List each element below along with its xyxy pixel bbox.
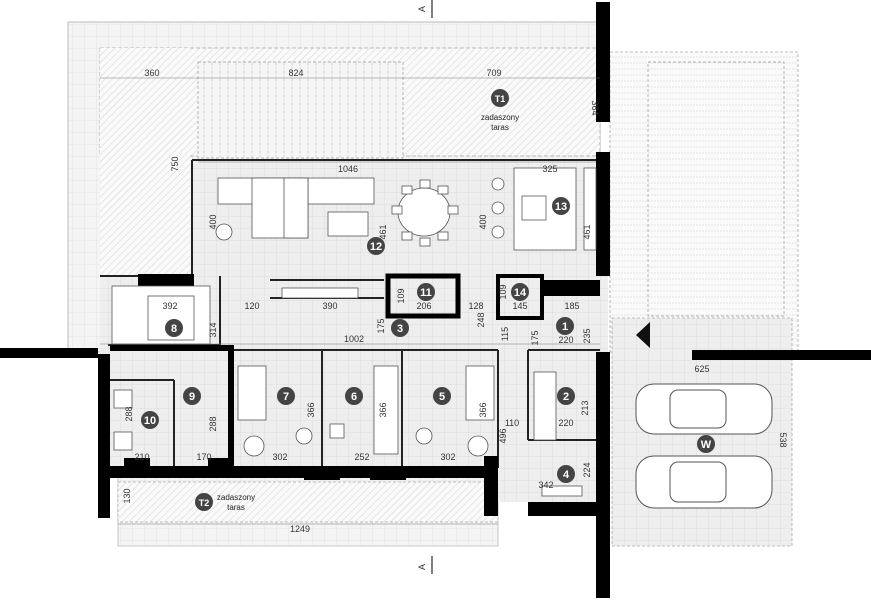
svg-text:14: 14 — [514, 287, 527, 299]
dim-120: 120 — [244, 301, 259, 311]
dim-185: 185 — [564, 301, 579, 311]
terrace-t2-area — [117, 469, 499, 547]
t2-label-line2: taras — [227, 503, 245, 512]
dim-206: 206 — [416, 301, 431, 311]
dim-210: 210 — [134, 452, 149, 462]
dim-709: 709 — [486, 68, 501, 78]
dim-110: 110 — [505, 418, 519, 428]
room-badge-w: W — [697, 435, 715, 453]
dim-461-kitchen: 461 — [582, 224, 592, 239]
dim-1249: 1249 — [290, 524, 310, 534]
dim-302-a: 302 — [272, 452, 287, 462]
dim-625: 625 — [694, 364, 709, 374]
room-badge-7: 7 — [277, 387, 295, 405]
dim-325: 325 — [542, 164, 557, 174]
t1-label-line1: zadaszony — [481, 113, 519, 122]
car-bottom — [635, 455, 773, 509]
room-badge-4: 4 — [557, 465, 575, 483]
dim-366-a: 366 — [306, 402, 316, 417]
dim-364: 364 — [590, 100, 600, 115]
dim-288-a: 288 — [124, 406, 134, 421]
dim-248: 248 — [476, 312, 486, 327]
dim-220-a: 220 — [558, 335, 573, 345]
dim-392: 392 — [162, 301, 177, 311]
section-mark-bottom: A — [417, 564, 427, 570]
svg-text:13: 13 — [555, 201, 567, 213]
dim-252: 252 — [354, 452, 369, 462]
dim-496: 496 — [498, 428, 508, 443]
room-badge-14: 14 — [511, 283, 529, 301]
room-badge-t1: T1 — [491, 89, 509, 107]
svg-text:T1: T1 — [495, 94, 506, 104]
dim-824: 824 — [288, 68, 303, 78]
dim-1002: 1002 — [344, 334, 364, 344]
entrance-arrow — [636, 322, 650, 348]
dim-400-kitchen: 400 — [478, 214, 488, 229]
room-badges: 1 2 3 4 5 6 7 8 9 10 11 12 13 14 T1 T2 W — [141, 89, 715, 511]
dim-109-a: 109 — [396, 288, 406, 303]
car-top — [635, 383, 773, 435]
room-badge-3: 3 — [391, 319, 409, 337]
t1-label-line2: taras — [491, 123, 509, 132]
room-badge-t2: T2 — [195, 493, 213, 511]
dim-366-b: 366 — [378, 402, 388, 417]
furniture — [111, 167, 597, 497]
dim-130: 130 — [122, 488, 132, 503]
dim-220-b: 220 — [558, 418, 573, 428]
dim-288-b: 288 — [208, 416, 218, 431]
dim-175-a: 175 — [376, 318, 386, 333]
svg-text:4: 4 — [563, 469, 570, 481]
dim-213: 213 — [580, 400, 590, 415]
dim-235: 235 — [582, 328, 592, 343]
svg-text:2: 2 — [563, 391, 569, 403]
svg-text:9: 9 — [189, 391, 195, 403]
room-badge-12: 12 — [367, 237, 385, 255]
svg-text:T2: T2 — [199, 498, 210, 508]
svg-text:1: 1 — [562, 321, 568, 333]
room-badge-6: 6 — [345, 387, 363, 405]
dim-128: 128 — [468, 301, 483, 311]
svg-text:W: W — [701, 439, 712, 451]
svg-text:8: 8 — [171, 323, 177, 335]
dim-109-b: 109 — [498, 284, 508, 299]
room-badge-13: 13 — [552, 197, 570, 215]
room-badge-10: 10 — [141, 411, 159, 429]
room-badge-9: 9 — [183, 387, 201, 405]
dim-314: 314 — [208, 322, 218, 337]
section-mark-top: A — [417, 6, 427, 12]
dim-224: 224 — [582, 462, 592, 477]
dim-366-c: 366 — [478, 402, 488, 417]
dim-302-b: 302 — [440, 452, 455, 462]
dimension-lines — [100, 77, 600, 525]
svg-text:12: 12 — [370, 241, 382, 253]
room-badge-5: 5 — [433, 387, 451, 405]
svg-text:5: 5 — [439, 391, 445, 403]
dim-400-living: 400 — [208, 214, 218, 229]
room-badge-2: 2 — [557, 387, 575, 405]
dim-342: 342 — [538, 480, 553, 490]
dimension-labels: 360 824 709 364 750 1046 325 400 461 400… — [122, 68, 788, 534]
dim-360: 360 — [144, 68, 159, 78]
svg-text:7: 7 — [283, 391, 289, 403]
dim-175-b: 175 — [530, 330, 540, 345]
dim-538: 538 — [778, 432, 788, 447]
dim-145: 145 — [512, 301, 527, 311]
t2-label-line1: zadaszony — [217, 493, 255, 502]
svg-text:11: 11 — [420, 287, 432, 299]
dim-170: 170 — [196, 452, 211, 462]
room-badge-8: 8 — [165, 319, 183, 337]
room-badge-11: 11 — [417, 283, 435, 301]
dim-1046: 1046 — [338, 164, 358, 174]
dim-461-living: 461 — [378, 224, 388, 239]
dim-115: 115 — [500, 327, 510, 341]
dim-750: 750 — [170, 156, 180, 171]
svg-text:6: 6 — [351, 391, 357, 403]
svg-text:10: 10 — [144, 415, 156, 427]
svg-text:3: 3 — [397, 323, 403, 335]
room-badge-1: 1 — [556, 317, 574, 335]
dim-390: 390 — [322, 301, 337, 311]
